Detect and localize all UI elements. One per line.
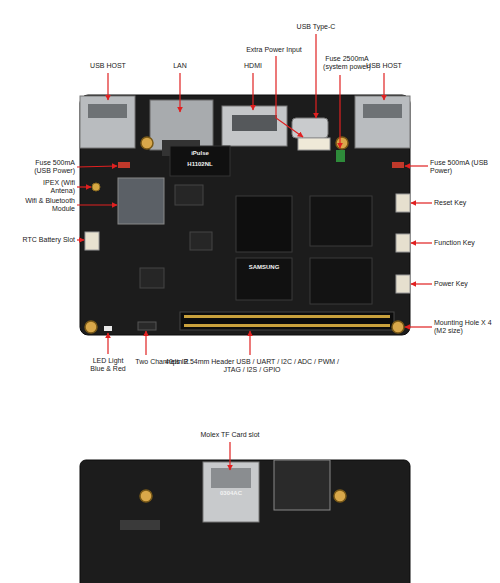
wifi-module — [118, 178, 164, 224]
leader-line — [405, 165, 428, 166]
chip — [170, 146, 230, 176]
usb-port-slot — [363, 104, 402, 118]
function-key — [396, 234, 410, 252]
header-pins — [184, 315, 390, 327]
callout-label: 40pin 2.54mm Header USB / UART / I2C / A… — [157, 358, 347, 375]
pcb — [80, 460, 410, 583]
leader-line — [315, 34, 316, 118]
mounting-hole — [141, 137, 153, 149]
component — [120, 520, 160, 530]
inductor — [175, 185, 203, 205]
ipex-connector — [92, 183, 100, 191]
tf-card-slot — [203, 462, 259, 522]
board-bottom — [80, 460, 410, 583]
leader-line — [249, 331, 250, 355]
hdmi-slot — [232, 115, 277, 131]
board-top — [80, 95, 410, 335]
leader-line — [229, 442, 230, 470]
leader-line — [107, 333, 108, 354]
pin-row — [184, 315, 390, 318]
lan-port-back — [274, 460, 330, 510]
hdmi-port — [222, 106, 287, 146]
inductor — [190, 232, 212, 250]
fuse — [336, 150, 345, 162]
callout-label: Function Key — [434, 239, 494, 247]
led — [104, 326, 112, 331]
callout-label: Fuse 500mA (USB Power) — [25, 159, 75, 176]
leader-line — [145, 331, 146, 355]
emmc-chip — [236, 258, 292, 300]
callout-label: Fuse 500mA (USB Power) — [430, 159, 490, 176]
callout-label: RTC Battery Slot — [5, 236, 75, 244]
callout-label: Mounting Hole X 4 (M2 size) — [434, 319, 498, 336]
callout-label: USB HOST — [78, 62, 138, 70]
fuse — [392, 162, 404, 168]
leader-line — [411, 202, 432, 203]
leader-line — [252, 73, 253, 110]
chip-marking: H1102NL — [172, 161, 228, 168]
usb-port — [80, 96, 135, 148]
ram-chip — [310, 196, 372, 246]
chip-marking: iPulse — [172, 150, 228, 157]
leader-line — [411, 283, 432, 284]
callout-label: Extra Power Input — [244, 46, 304, 54]
chip-marking: 0304AC — [212, 490, 250, 497]
callout-label: Fuse 2500mA (system power) — [321, 55, 373, 72]
leader-line — [77, 186, 91, 187]
callout-label: Molex TF Card slot — [190, 431, 270, 439]
callout-label: USB Type-C — [286, 23, 346, 31]
reset-key — [396, 194, 410, 212]
leader-line — [276, 56, 303, 137]
ram-chip — [310, 258, 372, 304]
mounting-holes — [85, 137, 404, 333]
mounting-hole — [392, 321, 404, 333]
soc-chip — [236, 196, 292, 252]
mounting-holes — [140, 490, 346, 502]
leader-line — [77, 239, 84, 240]
callout-label: HDMI — [233, 62, 273, 70]
inductor — [140, 268, 164, 288]
pin-header — [180, 312, 394, 330]
chip-marking: SAMSUNG — [238, 264, 290, 271]
leader-line — [77, 166, 117, 167]
usb-port-slot — [88, 104, 127, 118]
leader-line — [383, 73, 384, 100]
power-connector — [298, 138, 330, 150]
callout-label: USB HOST — [354, 62, 414, 70]
tf-card-slot-window — [211, 468, 251, 488]
mounting-hole — [336, 137, 348, 149]
leader-line — [107, 73, 108, 100]
callout-label: Reset Key — [434, 199, 494, 207]
leader-line — [77, 204, 117, 205]
leader-line — [411, 242, 432, 243]
mounting-hole — [85, 321, 97, 333]
leader-line — [405, 326, 432, 327]
callout-label: LAN — [160, 62, 200, 70]
callout-label: Wifi & Bluetooth Module — [15, 197, 75, 214]
power-key — [396, 275, 410, 293]
leader-line — [339, 75, 340, 148]
pin-row — [184, 324, 390, 327]
callout-label: Power Key — [434, 280, 494, 288]
mounting-hole — [140, 490, 152, 502]
ir-receiver — [138, 322, 156, 330]
callout-label: IPEX (Wifi Antena) — [29, 179, 75, 196]
mounting-hole — [334, 490, 346, 502]
usb-port — [355, 96, 410, 148]
rtc-battery-slot — [85, 232, 99, 250]
usb-c-port — [292, 118, 328, 138]
leader-lines — [77, 34, 432, 470]
pcb — [80, 95, 410, 335]
fuse — [118, 162, 130, 168]
leader-line — [179, 73, 180, 112]
callout-label: LED Light Blue & Red — [88, 357, 128, 374]
